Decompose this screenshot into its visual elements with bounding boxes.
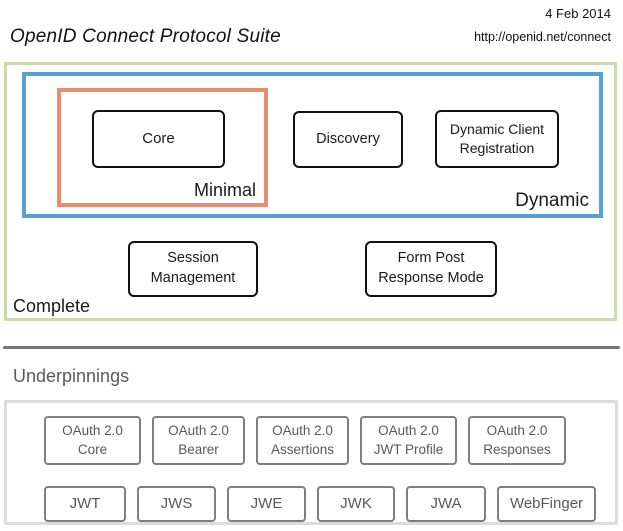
- underpinnings-group-box: OAuth 2.0 Core OAuth 2.0 Bearer OAuth 2.…: [4, 400, 618, 525]
- spec-form-post-response-mode: Form Post Response Mode: [365, 241, 497, 297]
- underpinning-jwk: JWK: [317, 486, 395, 522]
- underpinning-oauth-jwt-profile: OAuth 2.0 JWT Profile: [360, 416, 457, 465]
- dynamic-group-label: Dynamic: [515, 190, 589, 211]
- spec-discovery: Discovery: [293, 111, 403, 168]
- page-title: OpenID Connect Protocol Suite: [10, 26, 281, 47]
- underpinnings-row-jose: JWT JWS JWE JWK JWA WebFinger: [44, 486, 596, 522]
- underpinnings-row-oauth: OAuth 2.0 Core OAuth 2.0 Bearer OAuth 2.…: [44, 416, 566, 465]
- complete-group-label: Complete: [13, 296, 91, 316]
- underpinning-oauth-core: OAuth 2.0 Core: [44, 416, 141, 465]
- underpinnings-label: Underpinnings: [13, 366, 130, 386]
- url-label: http://openid.net/connect: [474, 30, 611, 44]
- section-divider: [3, 346, 620, 349]
- spec-dynamic-client-registration: Dynamic Client Registration: [435, 110, 559, 168]
- underpinning-jwe: JWE: [227, 486, 306, 522]
- spec-session-management: Session Management: [128, 241, 258, 297]
- underpinning-oauth-assertions: OAuth 2.0 Assertions: [256, 416, 349, 465]
- date-label: 4 Feb 2014: [545, 6, 611, 21]
- underpinning-oauth-bearer: OAuth 2.0 Bearer: [152, 416, 245, 465]
- minimal-group-label: Minimal: [193, 180, 256, 200]
- underpinning-webfinger: WebFinger: [497, 486, 596, 522]
- underpinning-oauth-responses: OAuth 2.0 Responses: [468, 416, 566, 465]
- spec-core: Core: [92, 110, 225, 168]
- underpinning-jwa: JWA: [406, 486, 486, 522]
- underpinning-jws: JWS: [137, 486, 216, 522]
- underpinning-jwt: JWT: [44, 486, 126, 522]
